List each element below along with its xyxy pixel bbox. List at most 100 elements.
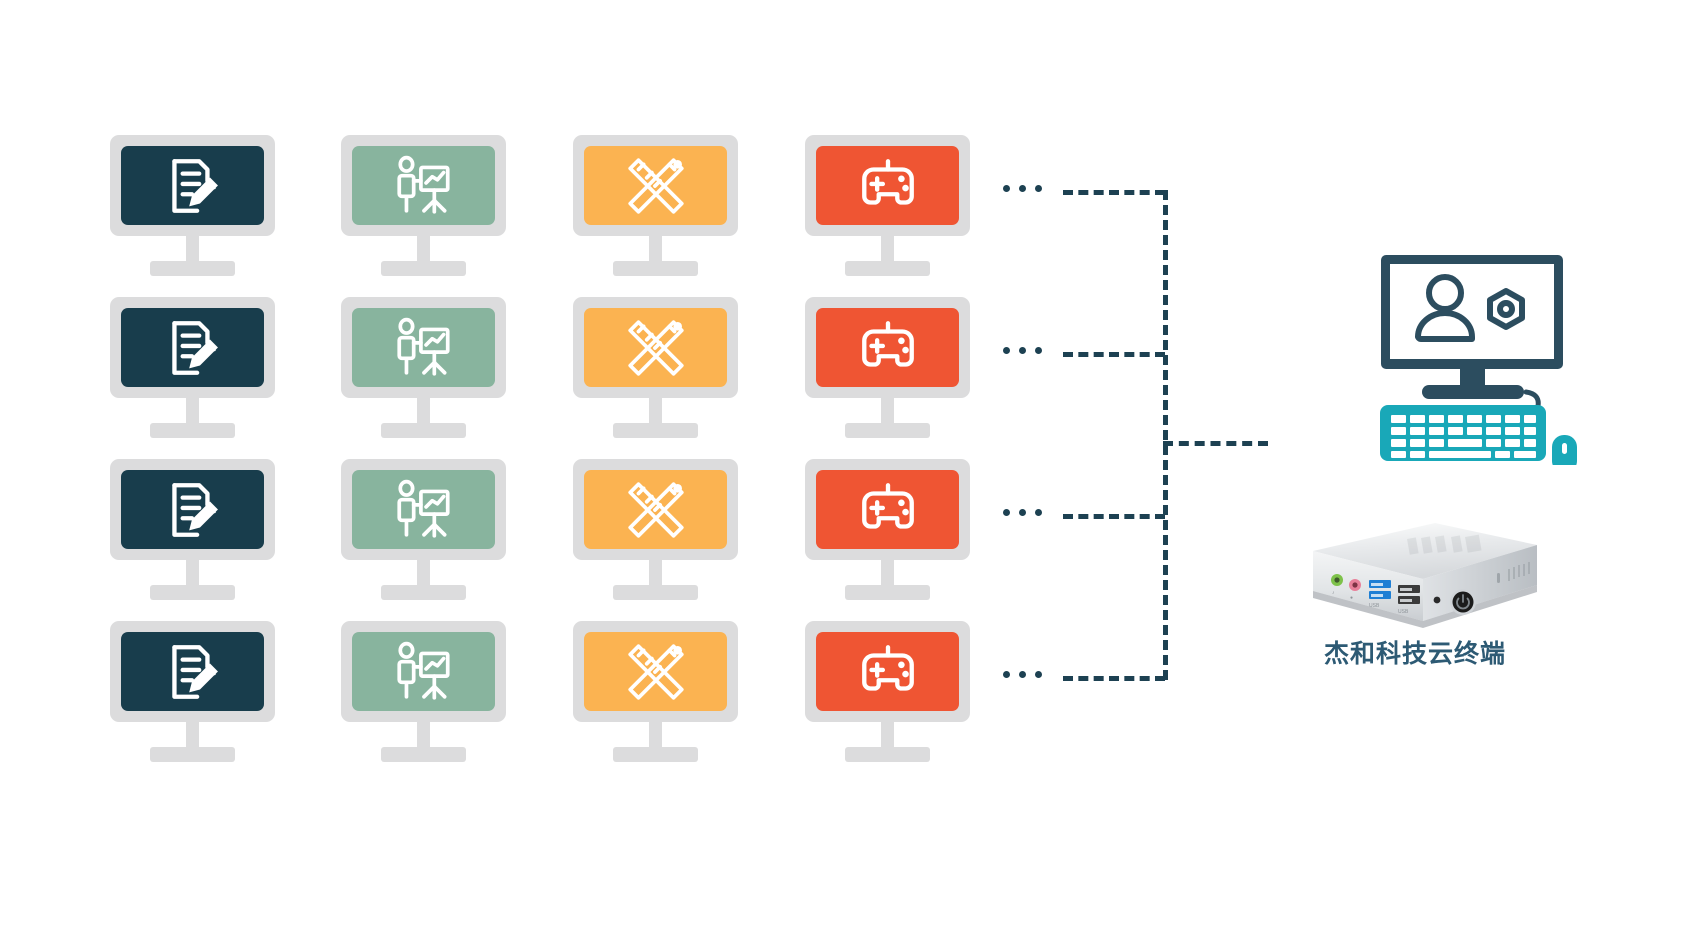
monitor-screen bbox=[816, 470, 959, 549]
usb20-label: USB bbox=[1398, 609, 1409, 615]
mouse-icon bbox=[1552, 435, 1577, 473]
monitor-stand-base bbox=[381, 747, 466, 762]
client-monitor-document-r2[interactable] bbox=[110, 297, 275, 447]
monitor-bezel bbox=[805, 135, 970, 236]
terminal-caption: 杰和科技云终端 bbox=[1323, 639, 1506, 668]
monitor-stand-base bbox=[150, 261, 235, 276]
client-monitor-gaming-r4[interactable] bbox=[805, 621, 970, 771]
monitor-screen bbox=[584, 632, 727, 711]
vertical-bus-line bbox=[1163, 190, 1168, 680]
row-branch-line-4 bbox=[1063, 676, 1165, 681]
monitor-screen bbox=[121, 470, 264, 549]
client-monitor-gaming-r2[interactable] bbox=[805, 297, 970, 447]
monitor-bezel bbox=[110, 297, 275, 398]
client-monitor-document-r3[interactable] bbox=[110, 459, 275, 609]
monitor-stand-neck bbox=[417, 236, 430, 265]
client-monitor-presentation-r2[interactable] bbox=[341, 297, 506, 447]
row-branch-line-1 bbox=[1063, 190, 1165, 195]
reset-pinhole bbox=[1433, 596, 1441, 604]
ruler-pencil-icon bbox=[627, 643, 684, 700]
monitor-stand-neck bbox=[417, 560, 430, 589]
row-branch-line-2 bbox=[1063, 352, 1165, 357]
monitor-stand-neck bbox=[649, 236, 662, 265]
client-monitor-presentation-r4[interactable] bbox=[341, 621, 506, 771]
row-ellipsis-3 bbox=[1003, 509, 1042, 516]
game-controller-icon bbox=[861, 158, 914, 205]
client-monitor-design-r3[interactable] bbox=[573, 459, 738, 609]
monitor-bezel bbox=[805, 459, 970, 560]
monitor-stand-neck bbox=[186, 560, 199, 589]
monitor-stand-base bbox=[150, 585, 235, 600]
presenter-chart-easel-icon bbox=[396, 479, 450, 538]
client-monitor-document-r4[interactable] bbox=[110, 621, 275, 771]
monitor-stand-neck bbox=[881, 722, 894, 751]
presenter-chart-easel-icon bbox=[396, 155, 450, 214]
client-monitor-presentation-r3[interactable] bbox=[341, 459, 506, 609]
client-monitor-gaming-r3[interactable] bbox=[805, 459, 970, 609]
monitor-screen bbox=[352, 632, 495, 711]
embossed-logo bbox=[1406, 534, 1482, 555]
thin-client-svg: ♪ ● USB USB bbox=[1313, 523, 1537, 628]
client-monitor-document-r1[interactable] bbox=[110, 135, 275, 285]
side-vent-grille bbox=[1508, 562, 1530, 581]
monitor-bezel bbox=[341, 297, 506, 398]
monitor-screen bbox=[352, 146, 495, 225]
client-monitor-gaming-r1[interactable] bbox=[805, 135, 970, 285]
usb30-label: USB bbox=[1369, 603, 1380, 609]
monitor-stand-neck bbox=[881, 560, 894, 589]
thin-client-device: ♪ ● USB USB bbox=[1265, 495, 1565, 655]
power-glyph bbox=[1456, 594, 1470, 610]
monitor-stand-base bbox=[381, 585, 466, 600]
monitor-screen bbox=[584, 146, 727, 225]
audio-label: ♪ bbox=[1332, 590, 1335, 596]
chassis-front bbox=[1313, 551, 1423, 621]
client-monitor-design-r1[interactable] bbox=[573, 135, 738, 285]
monitor-stand-neck bbox=[417, 398, 430, 427]
chassis-lip bbox=[1313, 585, 1537, 628]
monitor-bezel bbox=[573, 621, 738, 722]
monitor-stand-base bbox=[381, 261, 466, 276]
row-branch-line-3 bbox=[1063, 514, 1165, 519]
client-monitor-presentation-r1[interactable] bbox=[341, 135, 506, 285]
monitor-bezel bbox=[341, 459, 506, 560]
game-controller-icon bbox=[861, 482, 914, 529]
chassis-top bbox=[1313, 523, 1537, 579]
keyboard-icon bbox=[1380, 405, 1546, 461]
monitor-stand-neck bbox=[186, 398, 199, 427]
monitor-bezel bbox=[805, 297, 970, 398]
side-slot bbox=[1497, 573, 1500, 583]
monitor-bezel bbox=[573, 459, 738, 560]
game-controller-icon bbox=[861, 320, 914, 367]
client-monitor-design-r4[interactable] bbox=[573, 621, 738, 771]
monitor-bezel bbox=[573, 135, 738, 236]
row-ellipsis-1 bbox=[1003, 185, 1042, 192]
monitor-stand-base bbox=[845, 585, 930, 600]
document-edit-icon bbox=[171, 482, 218, 537]
monitor-stand-neck bbox=[881, 398, 894, 427]
monitor-stand-base bbox=[845, 261, 930, 276]
monitor-stand-neck bbox=[649, 560, 662, 589]
monitor-screen bbox=[121, 632, 264, 711]
presenter-chart-easel-icon bbox=[396, 641, 450, 700]
monitor-stand-base bbox=[613, 261, 698, 276]
monitor-stand-base bbox=[381, 423, 466, 438]
monitor-stand-base bbox=[150, 747, 235, 762]
monitor-stand-base bbox=[150, 423, 235, 438]
admin-workstation bbox=[1380, 255, 1580, 473]
monitor-stand-base bbox=[613, 747, 698, 762]
client-monitor-design-r2[interactable] bbox=[573, 297, 738, 447]
document-edit-icon bbox=[171, 644, 218, 699]
monitor-stand-base bbox=[845, 747, 930, 762]
monitor-stand-neck bbox=[881, 236, 894, 265]
game-controller-icon bbox=[861, 644, 914, 691]
monitor-screen bbox=[816, 146, 959, 225]
monitor-stand-base bbox=[613, 585, 698, 600]
presenter-chart-easel-icon bbox=[396, 317, 450, 376]
monitor-screen bbox=[584, 308, 727, 387]
monitor-screen bbox=[584, 470, 727, 549]
monitor-bezel bbox=[341, 621, 506, 722]
row-ellipsis-2 bbox=[1003, 347, 1042, 354]
row-ellipsis-4 bbox=[1003, 671, 1042, 678]
monitor-bezel bbox=[110, 459, 275, 560]
monitor-bezel bbox=[573, 297, 738, 398]
